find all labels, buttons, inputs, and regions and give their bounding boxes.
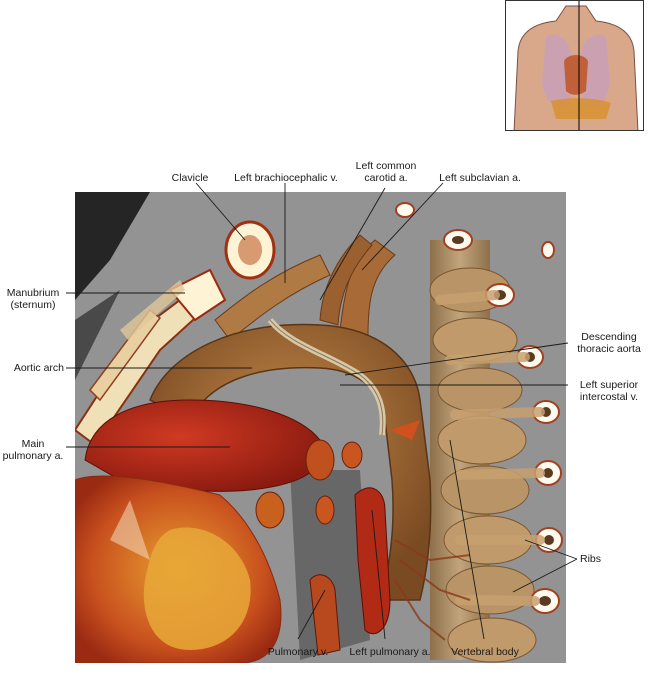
left-subclavian-artery xyxy=(339,239,396,336)
leader-pulmonary-v xyxy=(297,589,326,640)
label-left-subclavian-a: Left subclavian a. xyxy=(439,172,521,184)
label-left-brachiocephalic-v: Left brachiocephalic v. xyxy=(234,172,338,184)
label-left-superior-intercostal-v: Left superior intercostal v. xyxy=(579,379,639,403)
label-vertebral-body: Vertebral body xyxy=(451,646,519,658)
leader-ribs-2 xyxy=(512,558,578,593)
label-left-pulmonary-a: Left pulmonary a. xyxy=(349,646,431,658)
leader-clavicle xyxy=(195,182,246,241)
label-left-common-carotid-a: Left common carotid a. xyxy=(355,160,417,184)
leader-left-common-carotid xyxy=(319,187,386,301)
leader-descending-aorta xyxy=(344,342,569,376)
left-pulmonary-artery xyxy=(354,487,391,635)
label-manubrium: Manubrium (sternum) xyxy=(6,287,60,311)
leader-ribs-1 xyxy=(524,539,578,560)
aortic-arch xyxy=(149,323,432,601)
leader-left-subclavian xyxy=(361,182,444,271)
orientation-inset xyxy=(505,0,644,131)
label-ribs: Ribs xyxy=(580,553,602,565)
label-aortic-arch: Aortic arch xyxy=(13,362,64,374)
label-clavicle: Clavicle xyxy=(171,172,209,184)
pulmonary-vein xyxy=(309,574,341,656)
leader-left-pulmonary-a xyxy=(371,509,386,640)
left-brachiocephalic-vein xyxy=(214,254,331,341)
label-main-pulmonary-a: Main pulmonary a. xyxy=(2,438,64,462)
torso-illustration xyxy=(506,1,643,130)
label-descending-thoracic-aorta: Descending thoracic aorta xyxy=(577,331,641,355)
leader-vertebral-body xyxy=(449,439,485,640)
label-pulmonary-v: Pulmonary v. xyxy=(267,646,329,658)
